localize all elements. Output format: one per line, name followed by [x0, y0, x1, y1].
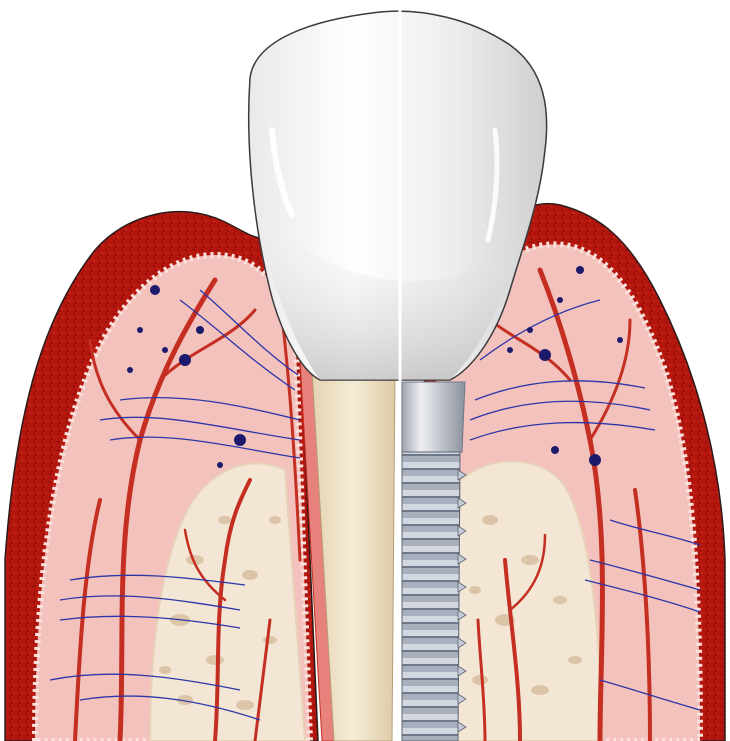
- implant-fixture: [402, 452, 460, 741]
- implant-abutment: [402, 382, 465, 452]
